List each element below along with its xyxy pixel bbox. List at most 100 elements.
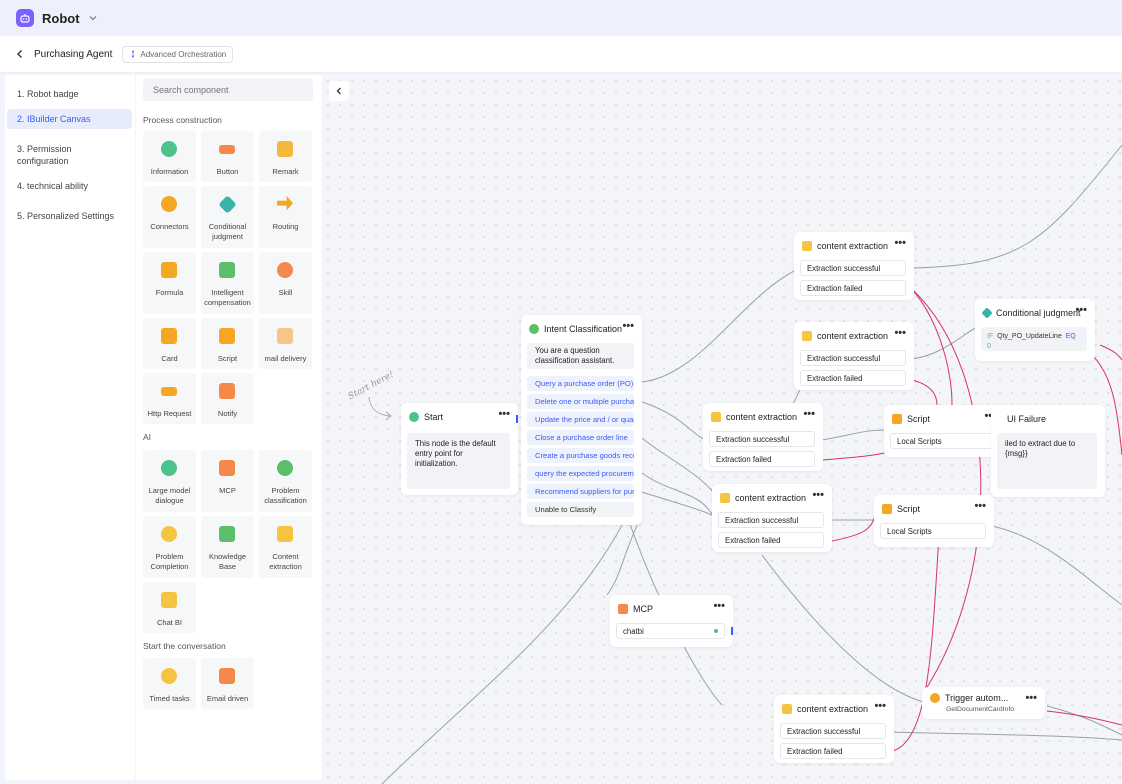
step-technical-ability[interactable]: 4. technical ability: [17, 181, 89, 191]
node-trigger-automation[interactable]: Trigger autom... ••• GetDocumentCardInfo: [922, 687, 1045, 719]
node-script[interactable]: Script ••• Local Scripts: [874, 495, 994, 547]
gear-icon: [277, 262, 293, 278]
sub-header: Purchasing Agent Advanced Orchestration: [0, 36, 1122, 73]
node-intent-classification[interactable]: Intent Classification ••• You are a ques…: [521, 315, 642, 525]
chart-bi-icon: [161, 592, 177, 608]
more-options-icon[interactable]: •••: [1025, 692, 1037, 704]
collapse-panel-button[interactable]: [329, 81, 349, 101]
back-arrow-icon[interactable]: [14, 48, 26, 60]
step-ibuilder-canvas[interactable]: 2. IBuilder Canvas: [7, 109, 132, 129]
failure-message: iled to extract due to {msg}}: [997, 433, 1097, 489]
more-options-icon[interactable]: •••: [803, 408, 815, 420]
node-mcp[interactable]: MCP ••• chatbi: [610, 595, 733, 647]
search-component-input[interactable]: [143, 79, 313, 101]
tile-notify[interactable]: Notify: [201, 373, 254, 424]
intent-option[interactable]: query the expected procurement: [527, 466, 634, 481]
tile-script[interactable]: Script: [201, 318, 254, 369]
tile-connectors[interactable]: Connectors: [143, 186, 196, 248]
extraction-failed-branch[interactable]: Extraction failed: [800, 280, 906, 296]
tile-knowledge-base[interactable]: Knowledge Base: [201, 516, 254, 578]
tile-formula[interactable]: Formula: [143, 252, 196, 314]
chat-bubble-icon: [409, 412, 419, 422]
intent-option[interactable]: Create a purchase goods receipt: [527, 448, 634, 463]
tile-information[interactable]: Information: [143, 131, 196, 182]
node-content-extraction[interactable]: content extraction ••• Extraction succes…: [794, 232, 914, 300]
tile-intelligent-compensation[interactable]: Intelligent compensation: [201, 252, 254, 314]
intent-option[interactable]: Close a purchase order line: [527, 430, 634, 445]
more-options-icon[interactable]: •••: [713, 600, 725, 612]
tile-mcp[interactable]: MCP: [201, 450, 254, 512]
intent-option[interactable]: Unable to Classify: [527, 502, 634, 517]
extraction-successful-branch[interactable]: Extraction successful: [709, 431, 815, 447]
tile-large-model-dialogue[interactable]: Large model dialogue: [143, 450, 196, 512]
section-process-construction: Process construction: [143, 115, 222, 125]
intent-option[interactable]: Recommend suppliers for purchase: [527, 484, 634, 499]
node-script[interactable]: Script ••• Local Scripts: [884, 405, 1004, 457]
extraction-failed-branch[interactable]: Extraction failed: [780, 743, 886, 759]
more-options-icon[interactable]: •••: [894, 327, 906, 339]
tile-problem-completion[interactable]: Problem Completion: [143, 516, 196, 578]
node-content-extraction[interactable]: content extraction ••• Extraction succes…: [712, 484, 832, 552]
agent-name: Purchasing Agent: [34, 48, 113, 60]
step-permission-configuration[interactable]: 3. Permission configuration: [17, 144, 72, 166]
node-conditional-judgment[interactable]: Conditional judgment ••• IF Qty_PO_Updat…: [975, 299, 1095, 361]
email-icon: [219, 668, 235, 684]
node-start[interactable]: Start ••• This node is the default entry…: [401, 403, 518, 495]
tile-button[interactable]: Button: [201, 131, 254, 182]
tile-problem-classification[interactable]: Problem classification: [259, 450, 312, 512]
extraction-failed-branch[interactable]: Extraction failed: [718, 532, 824, 548]
flow-canvas[interactable]: Start here! Start ••• This node is the d…: [322, 75, 1122, 784]
mcp-tool-field[interactable]: chatbi: [616, 623, 725, 639]
extraction-failed-branch[interactable]: Extraction failed: [800, 370, 906, 386]
more-options-icon[interactable]: •••: [894, 237, 906, 249]
node-content-extraction[interactable]: content extraction ••• Extraction succes…: [774, 695, 894, 763]
more-options-icon[interactable]: •••: [974, 500, 986, 512]
tile-remark[interactable]: Remark: [259, 131, 312, 182]
tile-mail-delivery[interactable]: mail delivery: [259, 318, 312, 369]
steps-sidebar: 1. Robot badge 2. IBuilder Canvas 3. Per…: [5, 75, 135, 780]
app-title: Robot: [42, 10, 80, 26]
tile-conditional-judgment[interactable]: Conditional judgment: [201, 186, 254, 248]
intent-option[interactable]: Delete one or multiple purchase: [527, 394, 634, 409]
output-port[interactable]: [731, 627, 733, 635]
step-robot-badge[interactable]: 1. Robot badge: [17, 89, 79, 99]
node-ui-failure[interactable]: UI Failure iled to extract due to {msg}}: [991, 405, 1105, 497]
intent-option[interactable]: Query a purchase order (PO): [527, 376, 634, 391]
extraction-failed-branch[interactable]: Extraction failed: [709, 451, 815, 467]
tile-http-request[interactable]: Http Request: [143, 373, 196, 424]
condition-expression: IF Qty_PO_UpdateLine EQ 0: [981, 327, 1087, 351]
tile-skill[interactable]: Skill: [259, 252, 312, 314]
intent-option[interactable]: Update the price and / or quantity: [527, 412, 634, 427]
step-personalized-settings[interactable]: 5. Personalized Settings: [17, 211, 115, 221]
chevron-down-icon[interactable]: [88, 13, 98, 23]
mode-badge[interactable]: Advanced Orchestration: [122, 45, 234, 63]
tile-content-extraction[interactable]: Content extraction: [259, 516, 312, 578]
more-options-icon[interactable]: •••: [498, 408, 510, 420]
tile-email-driven[interactable]: Email driven: [201, 658, 254, 709]
node-content-extraction[interactable]: content extraction ••• Extraction succes…: [794, 322, 914, 390]
more-options-icon[interactable]: •••: [1075, 304, 1087, 316]
local-scripts-field[interactable]: Local Scripts: [890, 433, 996, 449]
extraction-successful-branch[interactable]: Extraction successful: [800, 260, 906, 276]
more-options-icon[interactable]: •••: [874, 700, 886, 712]
extraction-icon: [720, 493, 730, 503]
extraction-icon: [802, 331, 812, 341]
more-options-icon[interactable]: •••: [812, 489, 824, 501]
output-port[interactable]: [516, 415, 518, 423]
tile-routing[interactable]: Routing: [259, 186, 312, 248]
tile-timed-tasks[interactable]: Timed tasks: [143, 658, 196, 709]
node-title: content extraction: [726, 412, 798, 422]
connection-wires: [381, 144, 1122, 784]
node-title: content extraction: [817, 331, 889, 341]
node-content-extraction[interactable]: content extraction ••• Extraction succes…: [703, 403, 823, 471]
local-scripts-field[interactable]: Local Scripts: [880, 523, 986, 539]
more-options-icon[interactable]: •••: [622, 320, 634, 332]
tile-card[interactable]: Card: [143, 318, 196, 369]
extraction-successful-branch[interactable]: Extraction successful: [800, 350, 906, 366]
extraction-successful-branch[interactable]: Extraction successful: [780, 723, 886, 739]
extraction-successful-branch[interactable]: Extraction successful: [718, 512, 824, 528]
extraction-icon: [277, 526, 293, 542]
tile-chat-bi[interactable]: Chat BI: [143, 582, 196, 633]
more-options-icon[interactable]: •••: [984, 410, 996, 422]
curved-arrow-icon: [368, 396, 392, 421]
